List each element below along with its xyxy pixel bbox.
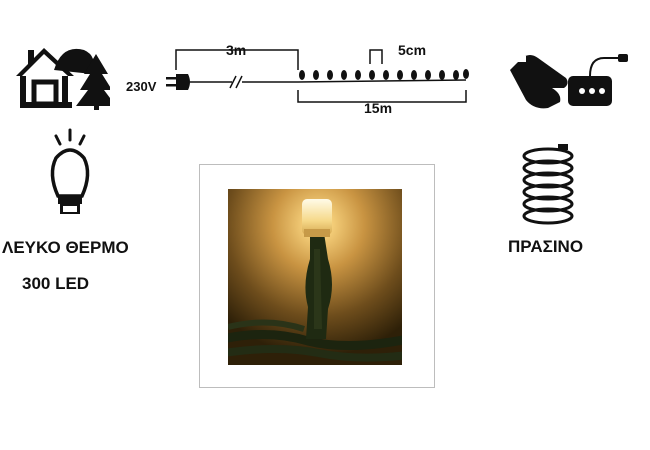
product-photo <box>228 189 402 365</box>
led-bulbs <box>299 69 469 80</box>
total-length-bracket <box>297 90 467 103</box>
plug-icon <box>166 74 190 90</box>
house-trees-icon <box>16 48 110 110</box>
color-temp-label: ΛΕΥΚΟ ΘΕΡΜΟ <box>2 238 129 257</box>
led-string-diagram <box>166 49 469 103</box>
spacing-bracket <box>369 49 383 64</box>
cable-color-label: ΠΡΑΣΙΝΟ <box>508 237 584 256</box>
spacing-label: 5cm <box>398 42 427 58</box>
hand-controller-icon <box>510 54 628 109</box>
coiled-cable-icon <box>522 144 574 225</box>
product-photo-frame <box>199 164 435 388</box>
lead-length-label: 3m <box>226 42 247 58</box>
led-closeup-image <box>228 189 402 365</box>
lead-length-bracket <box>175 49 299 70</box>
total-length-label: 15m <box>364 100 393 116</box>
voltage-label: 230V <box>126 79 157 94</box>
led-bulb-icon <box>50 128 90 214</box>
led-count-label: 300 LED <box>22 274 90 293</box>
